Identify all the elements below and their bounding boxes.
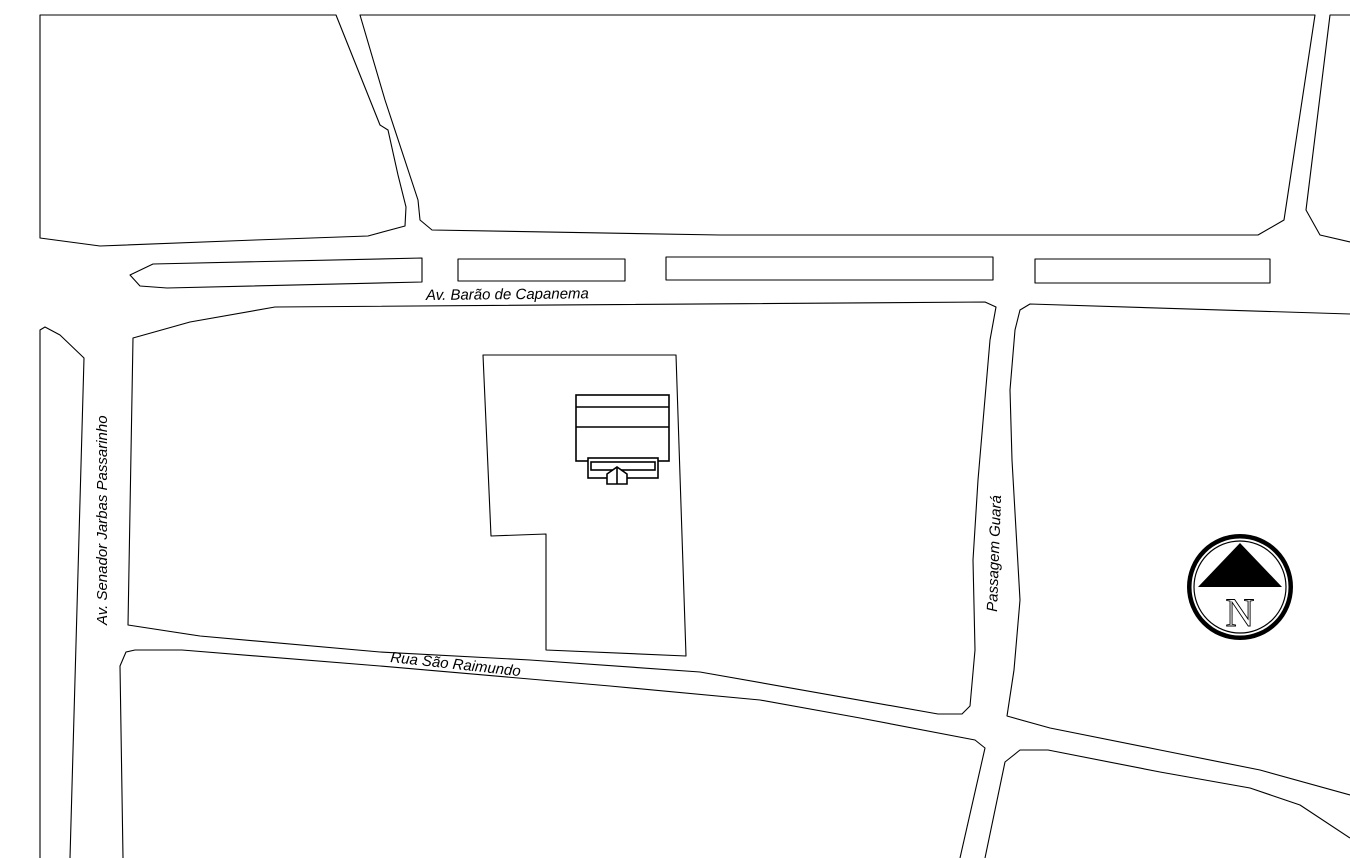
property-lot[interactable]: [482, 354, 687, 657]
block-left-edge: [39, 326, 85, 858]
median-island-west: [129, 257, 423, 289]
north-arrow-icon: N: [1187, 534, 1293, 640]
block-top-left: [39, 14, 407, 247]
median-island-2: [457, 258, 626, 282]
block-top-center: [359, 14, 1316, 236]
street-label-rua-sao-raimundo: Rua São Raimundo: [390, 649, 522, 680]
block-central: [127, 301, 997, 715]
street-label-av-barao: Av. Barão de Capanema: [425, 285, 589, 304]
block-bottom-left: [119, 649, 986, 858]
block-bottom-right: [984, 749, 1350, 858]
median-island-4: [1034, 258, 1271, 284]
building-icon[interactable]: [575, 394, 670, 485]
median-island-3: [665, 256, 994, 281]
street-label-av-senador: Av. Senador Jarbas Passarinho: [94, 415, 111, 626]
street-label-passagem-guara: Passagem Guará: [984, 495, 1005, 612]
block-top-right: [1305, 14, 1350, 243]
north-letter: N: [1226, 590, 1255, 635]
block-right: [1006, 303, 1350, 796]
